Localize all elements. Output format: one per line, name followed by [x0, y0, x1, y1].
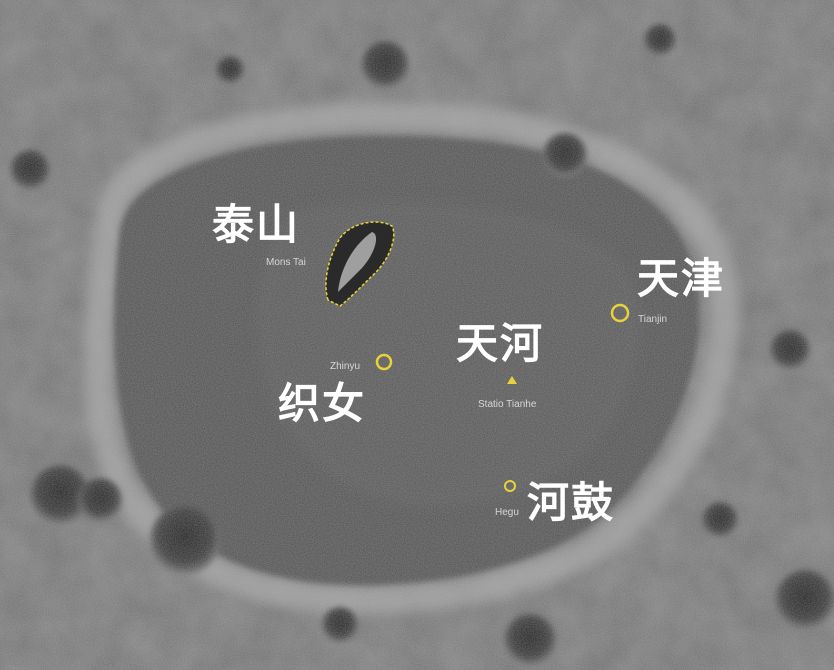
- taishan-outline: [325, 221, 395, 307]
- zhinyu-crater-marker: [375, 353, 393, 371]
- hegu-label: 河鼓: [527, 478, 616, 527]
- hegu-en-label: Hegu: [495, 507, 519, 518]
- landing-site-marker: [507, 376, 517, 384]
- tianjin-en-label: Tianjin: [638, 314, 668, 325]
- zhinyu-en-label: Zhinyu: [330, 361, 361, 372]
- tianjin-crater-marker: [610, 303, 630, 323]
- hegu-crater-marker: [504, 480, 516, 492]
- taishan-en-label: Mons Tai: [266, 257, 306, 268]
- tianhe-label: 天河: [456, 319, 545, 368]
- taishan-label: 泰山: [212, 200, 301, 249]
- mountain-sunlit-slope: [338, 232, 377, 292]
- tianjin-label: 天津: [637, 254, 726, 303]
- zhinyu-label: 织女: [278, 379, 367, 428]
- tianhe-en-label: Statio Tianhe: [478, 399, 537, 410]
